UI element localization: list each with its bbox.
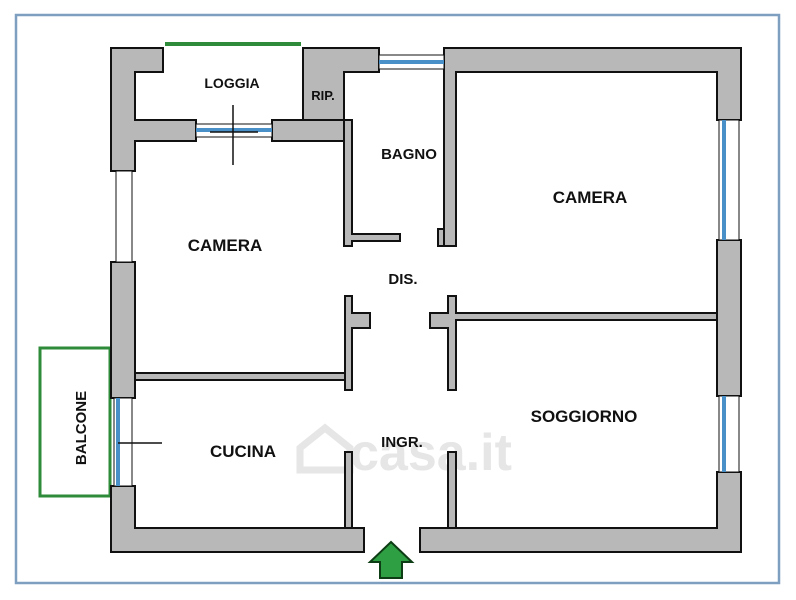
wall-right-bottom xyxy=(419,471,742,553)
room-label-rip: RIP. xyxy=(311,88,335,103)
wall-left-middle xyxy=(110,261,136,399)
window-right-bottom xyxy=(718,395,740,473)
wall-left-bottom xyxy=(110,485,365,553)
wall-right-middle xyxy=(716,239,742,397)
watermark-text: casa.it xyxy=(350,424,512,482)
window-right-top xyxy=(718,119,740,241)
window-left-cucina xyxy=(113,397,133,487)
watermark: casa.it xyxy=(296,423,512,482)
wall-dis-left xyxy=(344,295,371,391)
window-camera-loggia xyxy=(195,123,273,138)
wall-ingr-left xyxy=(344,451,353,529)
window-top-bagno xyxy=(378,54,445,70)
wall-camera-cucina xyxy=(134,372,346,381)
room-label-bagno: BAGNO xyxy=(381,146,437,163)
room-label-balcone: BALCONE xyxy=(73,391,90,465)
room-label-ingr: INGR. xyxy=(381,434,423,451)
wall-top-left xyxy=(110,47,197,172)
wall-loggia-right xyxy=(271,119,345,142)
wall-top-right xyxy=(443,47,742,247)
entrance-arrow-icon xyxy=(367,540,415,579)
room-label-loggia: LOGGIA xyxy=(204,75,259,91)
room-label-camera-right: CAMERA xyxy=(553,188,628,207)
wall-ingr-right xyxy=(447,451,457,529)
room-label-cucina: CUCINA xyxy=(210,442,276,461)
wall-top-center xyxy=(302,47,380,121)
room-label-soggiorno: SOGGIORNO xyxy=(531,407,638,426)
watermark-house-icon xyxy=(296,423,354,474)
balcony-railing xyxy=(38,346,112,498)
walls xyxy=(110,47,742,553)
plan-frame-border xyxy=(14,13,781,585)
wall-bagno-left xyxy=(343,119,401,247)
room-label-dis: DIS. xyxy=(388,271,417,288)
window-left-camera xyxy=(115,170,133,263)
wall-bagno-stub xyxy=(437,228,445,247)
window-loggia-top xyxy=(165,42,301,46)
room-label-camera-left: CAMERA xyxy=(188,236,263,255)
reference-lines xyxy=(118,105,258,444)
wall-dis-right xyxy=(429,295,718,391)
windows xyxy=(113,42,740,487)
